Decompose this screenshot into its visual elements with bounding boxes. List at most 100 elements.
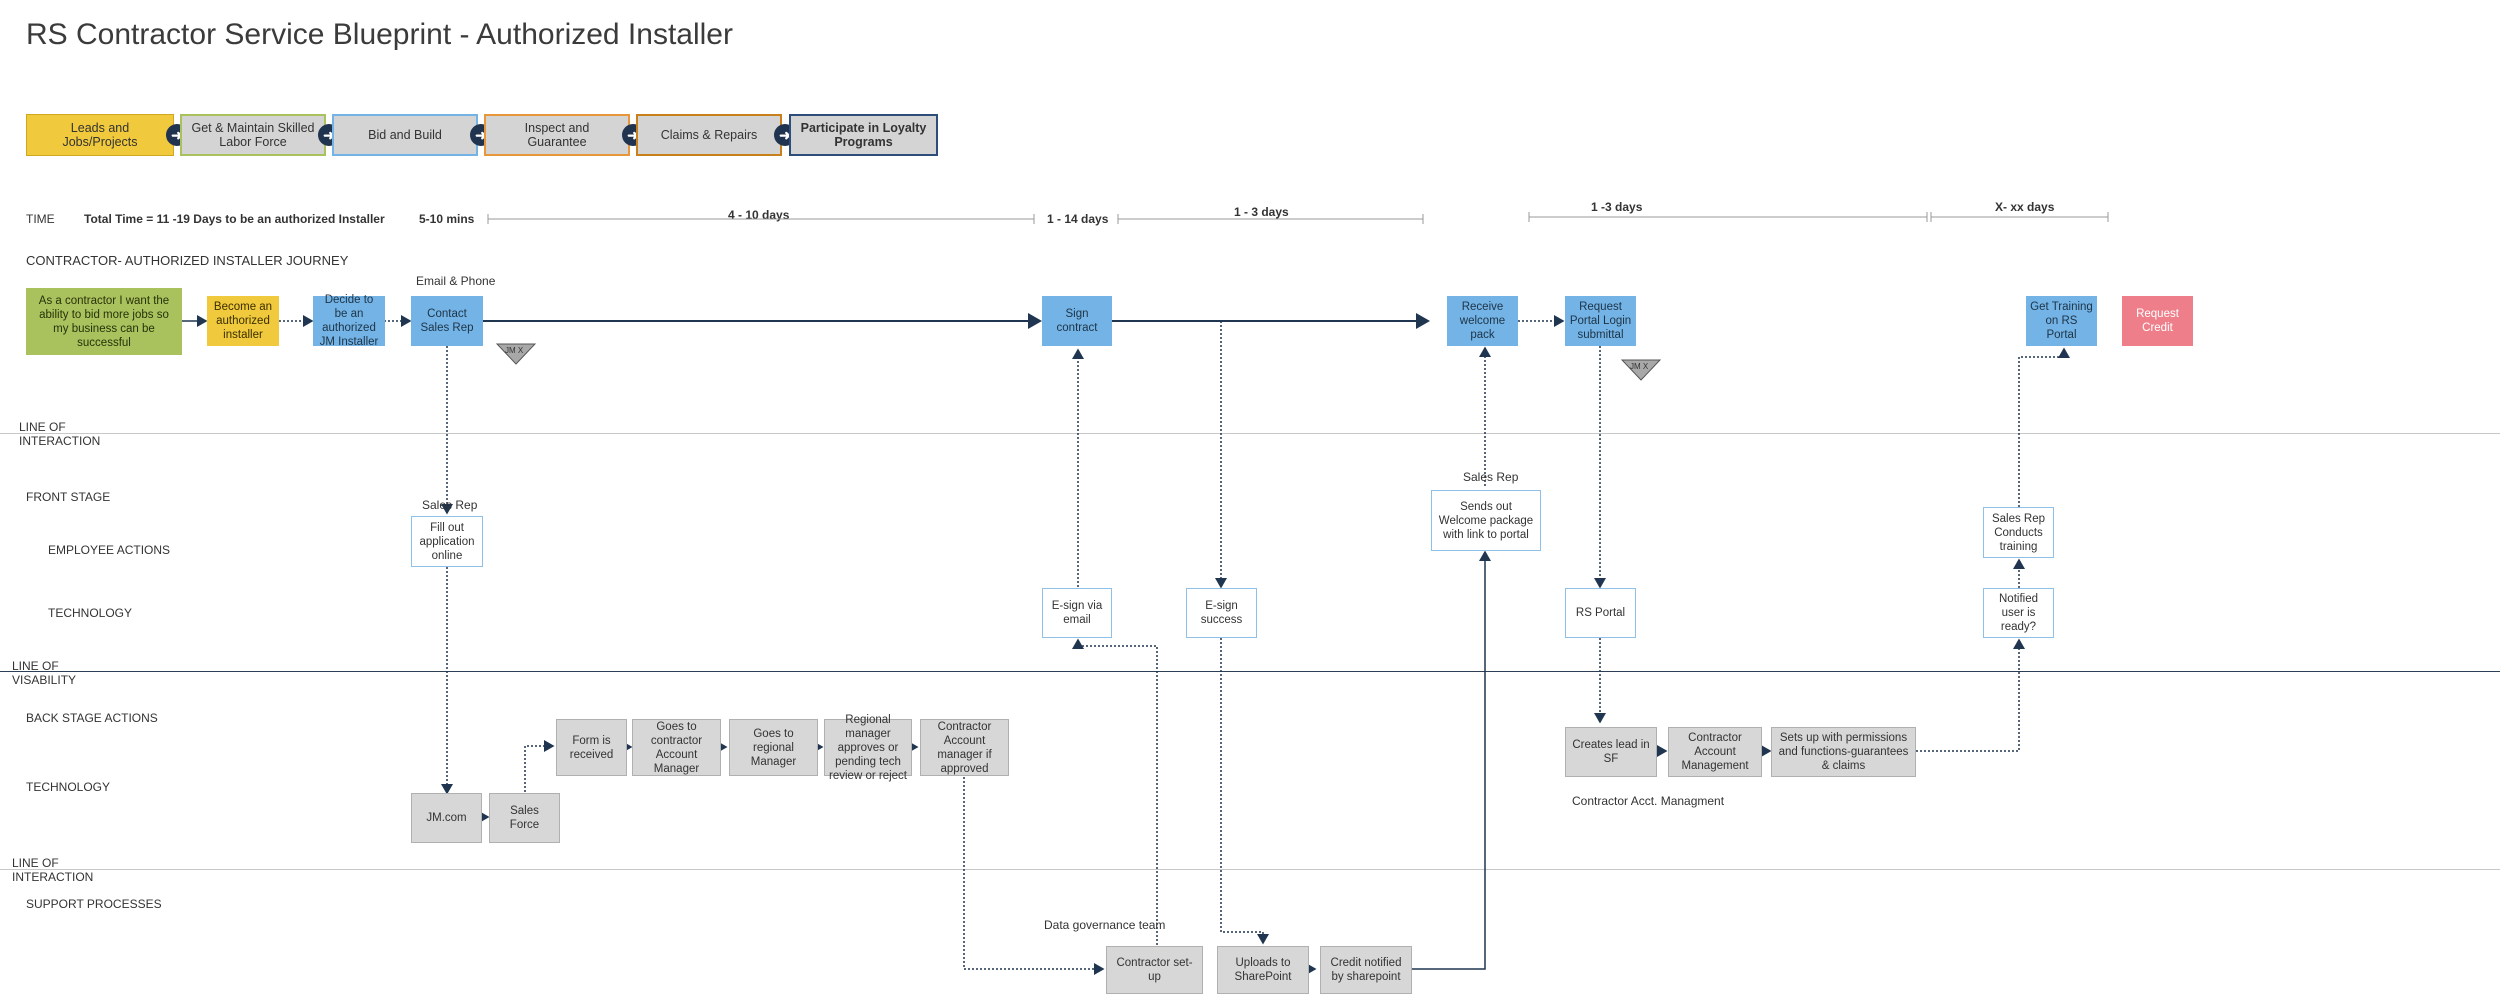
credit-notified-sharepoint[interactable]: Credit notified by sharepoint xyxy=(1320,946,1412,994)
sales-rep-note: Sales Rep xyxy=(1463,470,1519,484)
box-text: Goes to contractor Account Manager xyxy=(650,720,703,775)
account-manager-approved[interactable]: Contractor Account manager if approved xyxy=(920,719,1009,776)
box-text: Sales Force xyxy=(509,805,540,831)
technology-label: TECHNOLOGY xyxy=(26,780,111,794)
page-title: RS Contractor Service Blueprint - Author… xyxy=(26,18,733,51)
sales-force[interactable]: Sales Force xyxy=(489,793,560,843)
phase-bid[interactable]: Bid and Build xyxy=(332,114,478,156)
box-text: Request Credit xyxy=(2136,308,2179,334)
form-received[interactable]: Form is received xyxy=(556,719,627,776)
goes-to-regional-manager[interactable]: Goes to regional Manager xyxy=(729,719,818,776)
box-text: Contractor Account Management xyxy=(1681,732,1749,772)
time-span: 1 -3 days xyxy=(1591,200,1643,214)
time-span: X- xx days xyxy=(1995,200,2055,214)
box-text: Contractor set-up xyxy=(1116,957,1193,983)
line-of-interaction-label: LINE OF INTERACTION xyxy=(12,856,94,884)
journey-contact-sales-rep[interactable]: Contact Sales Rep xyxy=(411,296,483,346)
rs-portal[interactable]: RS Portal xyxy=(1565,588,1636,638)
employee-actions-label: EMPLOYEE ACTIONS xyxy=(48,543,171,557)
sales-rep-conducts-training[interactable]: Sales Rep Conducts training xyxy=(1983,507,2054,558)
box-text: Regional manager approves or pending tec… xyxy=(829,713,907,782)
data-governance-note: Data governance team xyxy=(1044,918,1166,932)
phase-label: Leads and Jobs/Projects xyxy=(62,121,138,149)
journey-become-installer[interactable]: Become an authorized installer xyxy=(207,296,279,346)
jm-x-marker-icon xyxy=(496,343,536,365)
box-text: As a contractor I want the ability to bi… xyxy=(38,294,170,349)
time-label: TIME xyxy=(26,212,55,226)
contractor-setup[interactable]: Contractor set-up xyxy=(1106,946,1203,994)
line-of-interaction xyxy=(0,869,2500,870)
box-text: Contact Sales Rep xyxy=(420,308,474,334)
box-text: RS Portal xyxy=(1575,607,1626,619)
journey-sign-contract[interactable]: Sign contract xyxy=(1042,296,1112,346)
journey-get-training[interactable]: Get Training on RS Portal xyxy=(2026,296,2097,346)
total-time: Total Time = 11 -19 Days to be an author… xyxy=(84,212,385,226)
phase-claims[interactable]: Claims & Repairs xyxy=(636,114,782,156)
phase-leads[interactable]: Leads and Jobs/Projects xyxy=(26,114,174,156)
front-stage-label: FRONT STAGE xyxy=(26,490,111,504)
journey-receive-welcome-pack[interactable]: Receive welcome pack xyxy=(1447,296,1518,346)
box-text: Goes to regional Manager xyxy=(750,727,797,768)
line-of-visibility-label: LINE OF VISABILITY xyxy=(12,659,77,687)
account-management-note: Contractor Acct. Managment xyxy=(1572,794,1725,808)
journey-lane-label: CONTRACTOR- AUTHORIZED INSTALLER JOURNEY xyxy=(26,253,349,268)
phase-loyalty[interactable]: Participate in Loyalty Programs xyxy=(789,114,938,156)
box-text: Notified user is ready? xyxy=(1999,593,2038,633)
sends-welcome-package[interactable]: Sends out Welcome package with link to p… xyxy=(1431,490,1541,551)
box-text: Decide to be an authorized JM Installer xyxy=(319,294,379,348)
box-text: Credit notified by sharepoint xyxy=(1330,957,1402,983)
jm-x-label: JM X xyxy=(1630,362,1649,371)
contractor-account-management[interactable]: Contractor Account Management xyxy=(1668,727,1762,777)
phase-label: Claims & Repairs xyxy=(660,128,758,142)
phase-labor[interactable]: Get & Maintain Skilled Labor Force xyxy=(180,114,326,156)
time-span: 1 - 14 days xyxy=(1047,212,1109,226)
box-text: Sends out Welcome package with link to p… xyxy=(1438,500,1534,541)
esign-success[interactable]: E-sign success xyxy=(1186,588,1257,638)
box-text: Request Portal Login submittal xyxy=(1569,301,1632,341)
notified-user-ready[interactable]: Notified user is ready? xyxy=(1983,588,2054,638)
box-text: Fill out application online xyxy=(419,521,475,562)
box-text: Form is received xyxy=(569,734,614,761)
box-text: JM.com xyxy=(426,812,467,824)
box-text: Contractor Account manager if approved xyxy=(937,720,992,775)
phase-label: Bid and Build xyxy=(368,128,442,142)
sales-rep-note: Sales Rep xyxy=(422,498,478,512)
jm-x-marker-icon xyxy=(1621,359,1661,381)
jm-x-label: JM X xyxy=(505,346,524,355)
time-span: 1 - 3 days xyxy=(1234,205,1289,219)
back-stage-label: BACK STAGE ACTIONS xyxy=(26,711,158,725)
journey-request-credit[interactable]: Request Credit xyxy=(2122,296,2193,346)
line-of-visibility xyxy=(0,671,2500,672)
box-text: E-sign via email xyxy=(1051,600,1103,626)
jm-com[interactable]: JM.com xyxy=(411,793,482,843)
box-text: Sales Rep Conducts training xyxy=(1991,512,2046,553)
goes-to-account-manager[interactable]: Goes to contractor Account Manager xyxy=(632,719,721,776)
box-text: Receive welcome pack xyxy=(1459,301,1506,341)
sets-up-permissions[interactable]: Sets up with permissions and functions-g… xyxy=(1771,727,1916,777)
box-text: Become an authorized installer xyxy=(213,301,273,341)
creates-lead-sf[interactable]: Creates lead in SF xyxy=(1565,727,1657,777)
esign-via-email[interactable]: E-sign via email xyxy=(1042,588,1112,638)
fill-out-application[interactable]: Fill out application online xyxy=(411,516,483,567)
phase-label: Get & Maintain Skilled Labor Force xyxy=(191,121,315,149)
box-text: E-sign success xyxy=(1200,600,1243,626)
phase-label: Inspect and Guarantee xyxy=(524,121,590,149)
journey-decide[interactable]: Decide to be an authorized JM Installer xyxy=(313,294,385,348)
line-of-interaction-label: LINE OF INTERACTION xyxy=(19,420,101,448)
journey-goal[interactable]: As a contractor I want the ability to bi… xyxy=(26,288,182,355)
support-processes-label: SUPPORT PROCESSES xyxy=(26,897,162,911)
time-span: 5-10 mins xyxy=(419,212,475,226)
phase-inspect[interactable]: Inspect and Guarantee xyxy=(484,114,630,156)
box-text: Get Training on RS Portal xyxy=(2030,301,2093,341)
box-text: Creates lead in SF xyxy=(1572,739,1650,765)
line-of-interaction xyxy=(0,433,2500,434)
email-phone-note: Email & Phone xyxy=(416,274,496,288)
regional-manager-approves[interactable]: Regional manager approves or pending tec… xyxy=(824,714,912,782)
box-text: Uploads to SharePoint xyxy=(1234,957,1292,983)
phase-label: Participate in Loyalty Programs xyxy=(800,121,927,149)
box-text: Sets up with permissions and functions-g… xyxy=(1778,732,1909,772)
journey-request-portal-login[interactable]: Request Portal Login submittal xyxy=(1565,296,1636,346)
uploads-to-sharepoint[interactable]: Uploads to SharePoint xyxy=(1217,946,1309,994)
technology-label: TECHNOLOGY xyxy=(48,606,133,620)
